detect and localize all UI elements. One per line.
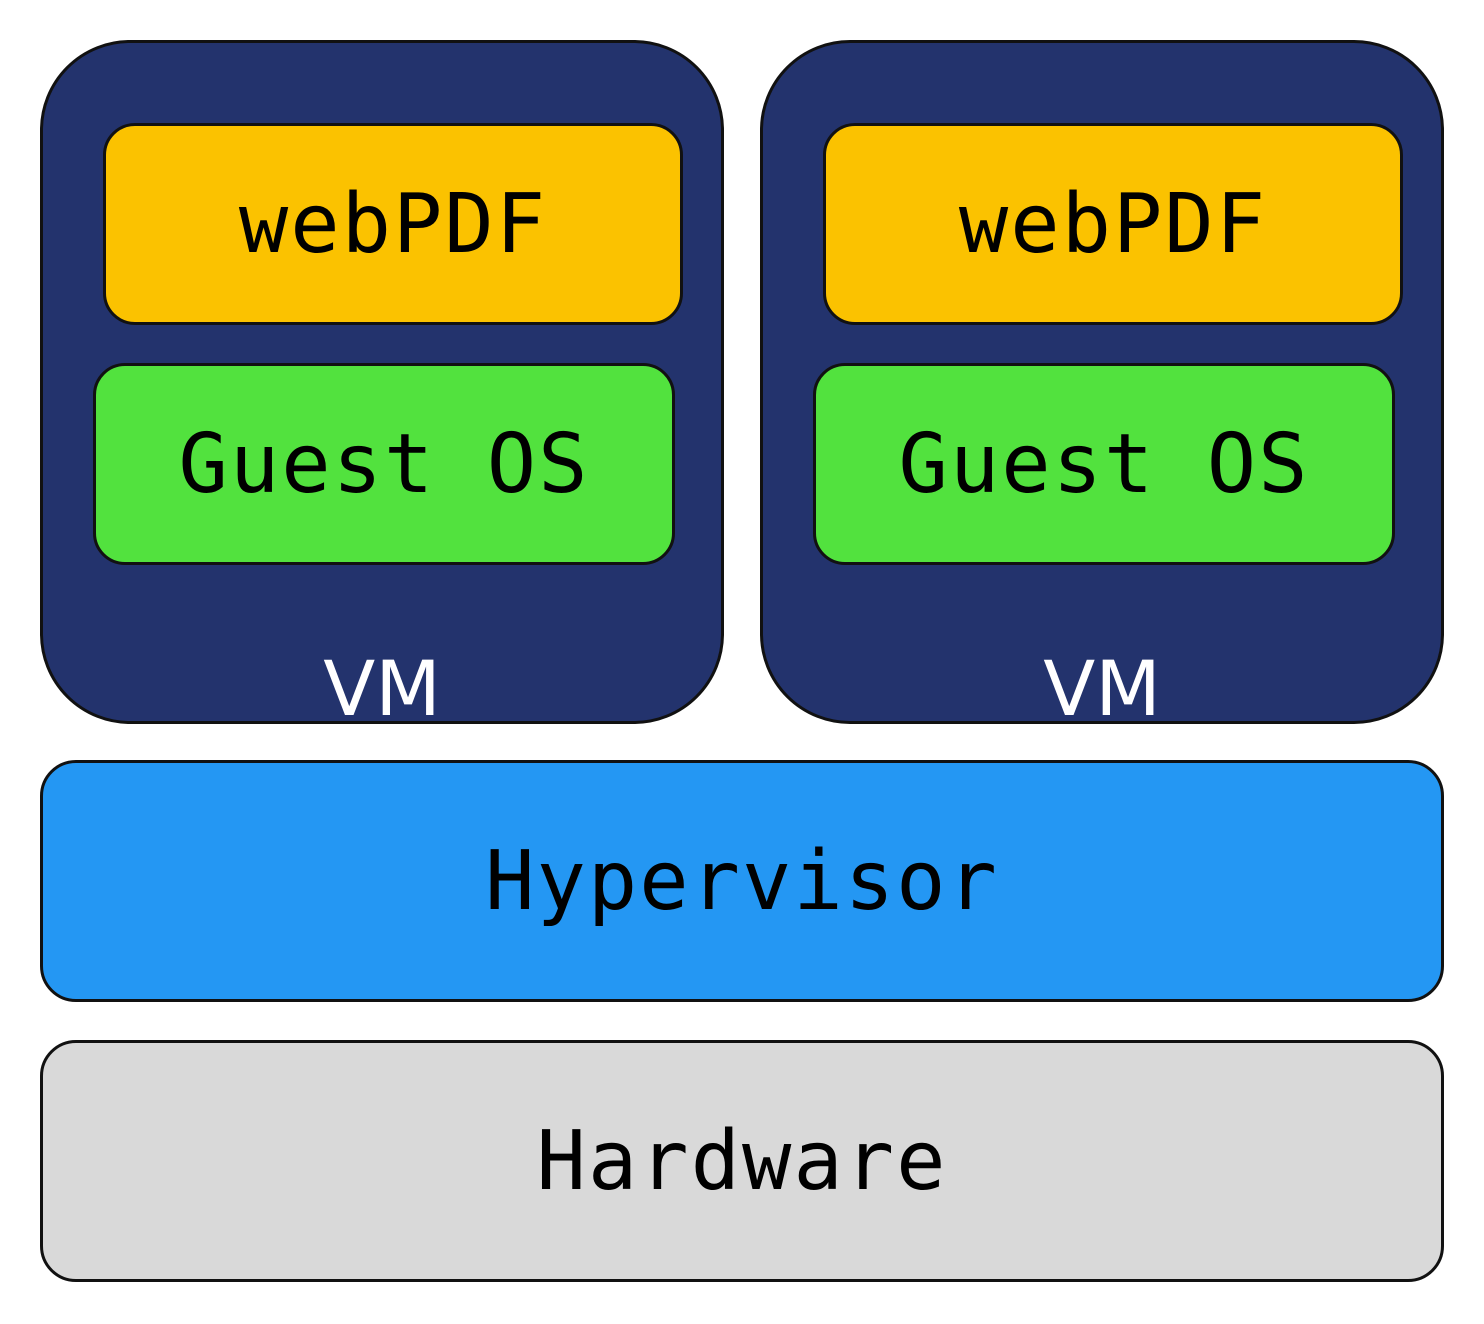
webpdf-app-label: webPDF xyxy=(958,176,1268,272)
webpdf-app-label: webPDF xyxy=(238,176,548,272)
vm-container-2: webPDF Guest OS VM xyxy=(760,40,1444,733)
vm-container-1: webPDF Guest OS VM xyxy=(40,40,724,733)
guest-os-box: Guest OS xyxy=(93,363,675,565)
hardware-layer: Hardware xyxy=(40,1040,1444,1282)
guest-os-label: Guest OS xyxy=(898,416,1310,512)
guest-os-label: Guest OS xyxy=(178,416,590,512)
hypervisor-label: Hypervisor xyxy=(485,833,999,929)
vm-label: VM xyxy=(323,644,441,733)
vm-label: VM xyxy=(1043,644,1161,733)
hypervisor-layer: Hypervisor xyxy=(40,760,1444,1002)
webpdf-app-box: webPDF xyxy=(103,123,683,325)
hardware-label: Hardware xyxy=(536,1113,948,1209)
guest-os-box: Guest OS xyxy=(813,363,1395,565)
webpdf-app-box: webPDF xyxy=(823,123,1403,325)
